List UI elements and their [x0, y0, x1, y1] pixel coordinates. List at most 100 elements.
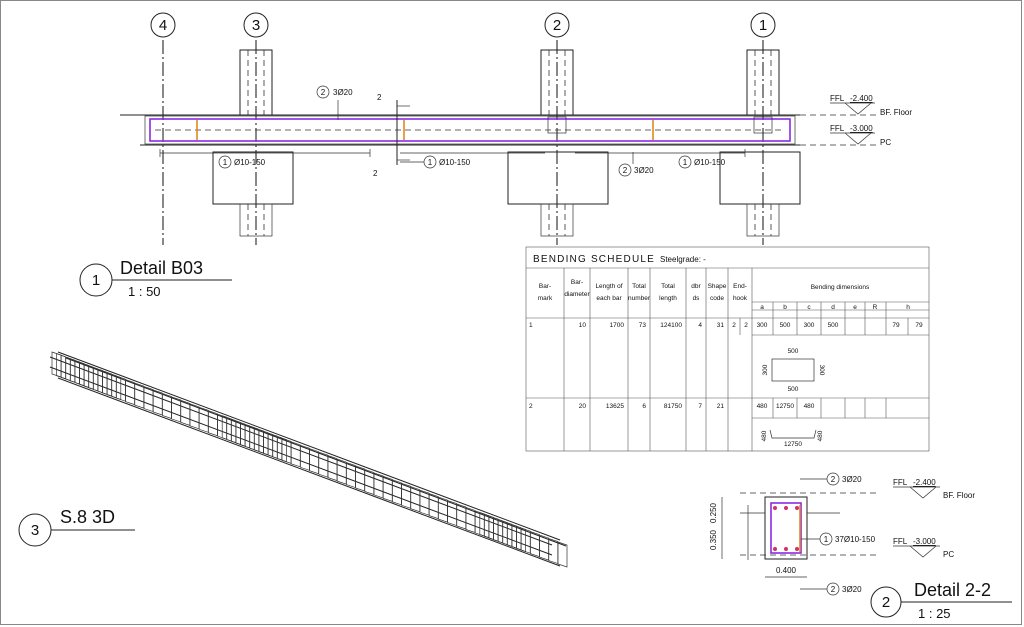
svg-text:1: 1 — [92, 272, 100, 289]
section-2-2: 0.250 0.350 0.400 2 3Ø20 1 37Ø10-150 2 3… — [709, 472, 975, 596]
bending-dimensions-header: Bending dimensions — [811, 284, 870, 291]
svg-text:1: 1 — [529, 322, 533, 329]
svg-text:length: length — [659, 295, 677, 302]
section-level-bf-floor: FFL -2.400 BF. Floor — [893, 478, 975, 500]
svg-text:FFL: FFL — [830, 124, 845, 133]
column-above-3 — [239, 49, 273, 116]
svg-text:-2.400: -2.400 — [850, 94, 873, 103]
top-bar-tag — [316, 85, 330, 99]
bottom-bar-tag — [618, 163, 632, 177]
section-bottom-bar-label: 3Ø20 — [842, 585, 862, 594]
svg-text:2: 2 — [882, 594, 890, 611]
svg-text:e: e — [853, 304, 857, 311]
schedule-title: BENDING SCHEDULE — [533, 254, 655, 265]
column-above-2 — [540, 49, 574, 116]
svg-text:2: 2 — [831, 475, 836, 484]
svg-text:1: 1 — [428, 158, 433, 167]
footing-2 — [507, 151, 609, 205]
svg-text:Shape: Shape — [708, 283, 727, 290]
column-above-1 — [746, 49, 780, 116]
svg-text:PC: PC — [943, 550, 954, 559]
svg-text:1: 1 — [824, 535, 829, 544]
svg-text:number: number — [628, 295, 651, 302]
cage-stirrup — [557, 541, 568, 568]
svg-text:FFL: FFL — [893, 537, 908, 546]
svg-text:c: c — [807, 304, 811, 311]
svg-text:Bar-: Bar- — [539, 283, 551, 290]
dim-top: 0.250 — [709, 502, 718, 523]
svg-text:4: 4 — [698, 322, 702, 329]
svg-text:a: a — [760, 304, 764, 311]
svg-text:-3.000: -3.000 — [850, 124, 873, 133]
level-marker-pc: FFL -3.000 PC — [830, 124, 891, 147]
svg-text:73: 73 — [639, 322, 647, 329]
svg-text:BF. Floor: BF. Floor — [943, 491, 975, 500]
bottom-bar-label: 3Ø20 — [634, 166, 654, 175]
svg-text:3: 3 — [252, 17, 260, 34]
svg-text:480: 480 — [757, 403, 768, 410]
svg-text:79: 79 — [892, 322, 900, 329]
section-level-pc: FFL -3.000 PC — [893, 537, 954, 559]
svg-text:2: 2 — [831, 585, 836, 594]
svg-text:each bar: each bar — [596, 295, 622, 302]
svg-text:-3.000: -3.000 — [913, 537, 936, 546]
svg-text:b: b — [783, 304, 787, 311]
svg-text:21: 21 — [717, 403, 725, 410]
svg-text:3: 3 — [31, 522, 39, 539]
svg-text:Total: Total — [632, 283, 646, 290]
schedule-steelgrade: Steelgrade: - — [660, 255, 706, 264]
svg-text:BF. Floor: BF. Floor — [880, 108, 912, 117]
svg-text:Length of: Length of — [595, 283, 622, 290]
beam-elevation: 4 3 2 1 — [120, 12, 912, 245]
detail-22-title: Detail 2-2 — [914, 580, 991, 600]
schedule-row-1: 1 10 1700 73 124100 4 31 2 2 300 500 300… — [529, 322, 923, 393]
svg-text:13625: 13625 — [606, 403, 624, 410]
stirrup-label-1: Ø10-150 — [234, 158, 266, 167]
svg-text:2: 2 — [744, 322, 748, 329]
section-mark-top: 2 — [377, 93, 382, 102]
dim-bottom: 0.350 — [709, 529, 718, 550]
straight-bar-sketch — [769, 429, 817, 439]
svg-text:7: 7 — [698, 403, 702, 410]
svg-text:code: code — [710, 295, 724, 302]
svg-text:-2.400: -2.400 — [913, 478, 936, 487]
svg-text:R: R — [873, 304, 878, 311]
stirrup-label-2: Ø10-150 — [439, 158, 471, 167]
svg-text:Total: Total — [661, 283, 675, 290]
svg-text:Bar-: Bar- — [571, 279, 583, 286]
svg-text:hook: hook — [733, 295, 748, 302]
svg-text:12750: 12750 — [776, 403, 794, 410]
view-title-detail-22: 2 Detail 2-2 1 : 25 — [870, 580, 1012, 621]
svg-text:mark: mark — [538, 295, 553, 302]
main-rebar — [149, 118, 791, 142]
grid-bubble-3: 3 — [243, 12, 269, 38]
grid-bubble-1: 1 — [750, 12, 776, 38]
svg-text:End-: End- — [733, 283, 747, 290]
view-3d-title: S.8 3D — [60, 507, 115, 527]
detail-b03-title: Detail B03 — [120, 258, 203, 278]
beam-body — [144, 115, 796, 145]
rebar-cage-3d — [49, 351, 568, 568]
svg-text:480: 480 — [817, 430, 824, 441]
svg-text:300: 300 — [757, 322, 768, 329]
svg-text:31: 31 — [717, 322, 725, 329]
svg-text:81750: 81750 — [664, 403, 682, 410]
grid-bubble-4: 4 — [150, 12, 176, 38]
svg-text:300: 300 — [818, 365, 825, 376]
svg-text:2: 2 — [529, 403, 533, 410]
svg-text:500: 500 — [780, 322, 791, 329]
svg-text:FFL: FFL — [893, 478, 908, 487]
svg-text:2: 2 — [321, 88, 326, 97]
svg-text:h: h — [906, 304, 910, 311]
svg-text:diameter: diameter — [564, 291, 590, 298]
bending-schedule: BENDING SCHEDULE Steelgrade: - — [525, 246, 930, 452]
svg-text:2: 2 — [732, 322, 736, 329]
svg-text:79: 79 — [915, 322, 923, 329]
section-outline — [764, 496, 808, 560]
view-title-detail-b03: 1 Detail B03 1 : 50 — [79, 258, 232, 299]
svg-text:20: 20 — [579, 403, 587, 410]
svg-text:2: 2 — [623, 166, 628, 175]
level-marker-bf-floor: FFL -2.400 BF. Floor — [830, 94, 912, 117]
